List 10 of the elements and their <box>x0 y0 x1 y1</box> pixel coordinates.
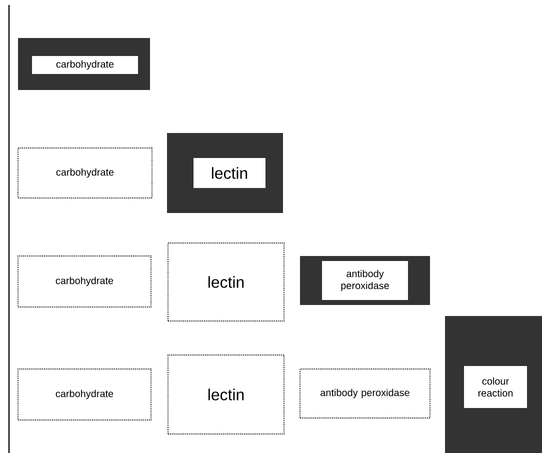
highlighted-box: antibody peroxidase <box>300 256 430 305</box>
dotted-box: carbohydrate <box>18 148 152 198</box>
dotted-box: carbohydrate <box>18 256 152 308</box>
dotted-box: lectin <box>168 354 284 434</box>
dotted-box: carbohydrate <box>18 368 152 420</box>
highlighted-box: colour reaction <box>445 316 542 453</box>
dotted-box: antibody peroxidase <box>300 368 430 418</box>
dotted-box: lectin <box>168 242 284 322</box>
highlighted-box: lectin <box>167 133 283 213</box>
highlighted-box: carbohydrate <box>18 38 150 90</box>
